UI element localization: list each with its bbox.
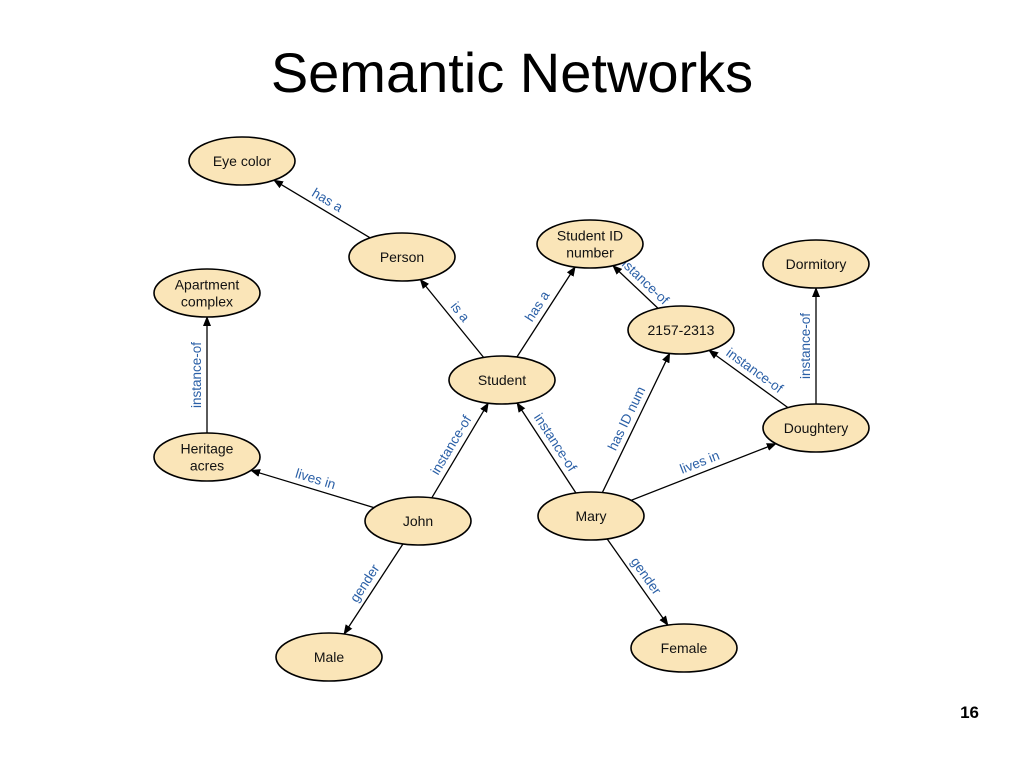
edge-arrow	[516, 266, 576, 358]
node-id-2157-2313: 2157-2313	[627, 305, 735, 355]
node-ellipse	[188, 136, 296, 186]
edge-mary-to-female: gender	[606, 538, 669, 626]
node-label: Student	[478, 372, 526, 388]
node-dormitory: Dormitory	[762, 239, 870, 289]
edge-label: instance-of	[428, 413, 475, 478]
edge-arrow	[612, 264, 659, 309]
edge-student-to-student-id-number: has a	[516, 266, 576, 358]
edge-mary-to-id-2157-2313: has ID num	[601, 352, 671, 493]
node-label: Student ID	[557, 228, 623, 244]
node-ellipse	[536, 219, 644, 269]
edge-label: lives in	[678, 448, 722, 477]
edge-label: instance-of	[189, 342, 204, 408]
node-female: Female	[630, 623, 738, 673]
edge-label: instance-of	[531, 411, 580, 475]
node-label: Eye color	[213, 153, 272, 169]
edge-label: has a	[309, 185, 345, 215]
node-mary: Mary	[537, 491, 645, 541]
edge-person-to-eye-color: has a	[273, 179, 371, 239]
node-ellipse	[348, 232, 456, 282]
node-label: complex	[181, 294, 233, 310]
edge-label: has a	[522, 288, 553, 324]
edge-mary-to-student: instance-of	[516, 402, 580, 494]
edge-label: instance-of	[724, 345, 786, 396]
edge-arrow	[343, 543, 404, 635]
node-label: Dormitory	[786, 256, 847, 272]
edge-label: is a	[448, 299, 473, 325]
node-label: Person	[380, 249, 424, 265]
node-ellipse	[448, 355, 556, 405]
node-student: Student	[448, 355, 556, 405]
node-male: Male	[275, 632, 383, 682]
edge-arrow	[250, 469, 375, 509]
edge-student-to-person: is a	[419, 278, 485, 358]
edge-john-to-student: instance-of	[428, 402, 489, 499]
node-person: Person	[348, 232, 456, 282]
node-john: John	[364, 496, 472, 546]
edge-arrow	[606, 538, 669, 626]
node-ellipse	[153, 268, 261, 318]
node-label: 2157-2313	[648, 322, 715, 338]
node-ellipse	[762, 239, 870, 289]
edge-label: instance-of	[798, 313, 813, 379]
node-ellipse	[153, 432, 261, 482]
node-label: Female	[661, 640, 708, 656]
node-label: John	[403, 513, 433, 529]
node-ellipse	[364, 496, 472, 546]
edge-arrow	[516, 402, 577, 494]
node-label: acres	[190, 458, 224, 474]
node-ellipse	[275, 632, 383, 682]
edge-arrow	[431, 402, 489, 499]
node-ellipse	[537, 491, 645, 541]
node-label: Heritage	[181, 441, 234, 457]
edge-doughtery-to-dormitory: instance-of	[798, 287, 820, 404]
node-label: Mary	[575, 508, 606, 524]
edge-john-to-male: gender	[343, 543, 404, 635]
page-number: 16	[960, 703, 979, 722]
node-ellipse	[630, 623, 738, 673]
node-ellipse	[627, 305, 735, 355]
edge-john-to-heritage-acres: lives in	[250, 466, 375, 509]
edge-doughtery-to-id-2157-2313: instance-of	[708, 345, 789, 409]
node-label: Doughtery	[784, 420, 849, 436]
slide-title: Semantic Networks	[270, 41, 754, 104]
edge-arrow	[708, 349, 789, 409]
node-ellipse	[762, 403, 870, 453]
edge-label: lives in	[294, 466, 338, 492]
node-doughtery: Doughtery	[762, 403, 870, 453]
node-eye-color: Eye color	[188, 136, 296, 186]
edge-heritage-acres-to-apartment-complex: instance-of	[189, 316, 211, 433]
edge-arrow	[273, 179, 371, 239]
edge-arrow	[419, 278, 485, 358]
edge-arrow	[630, 443, 777, 501]
node-label: Apartment	[175, 277, 240, 293]
node-label: Male	[314, 649, 345, 665]
edge-mary-to-doughtery: lives in	[630, 443, 777, 501]
node-label: number	[566, 245, 614, 261]
edge-arrow	[601, 352, 671, 493]
